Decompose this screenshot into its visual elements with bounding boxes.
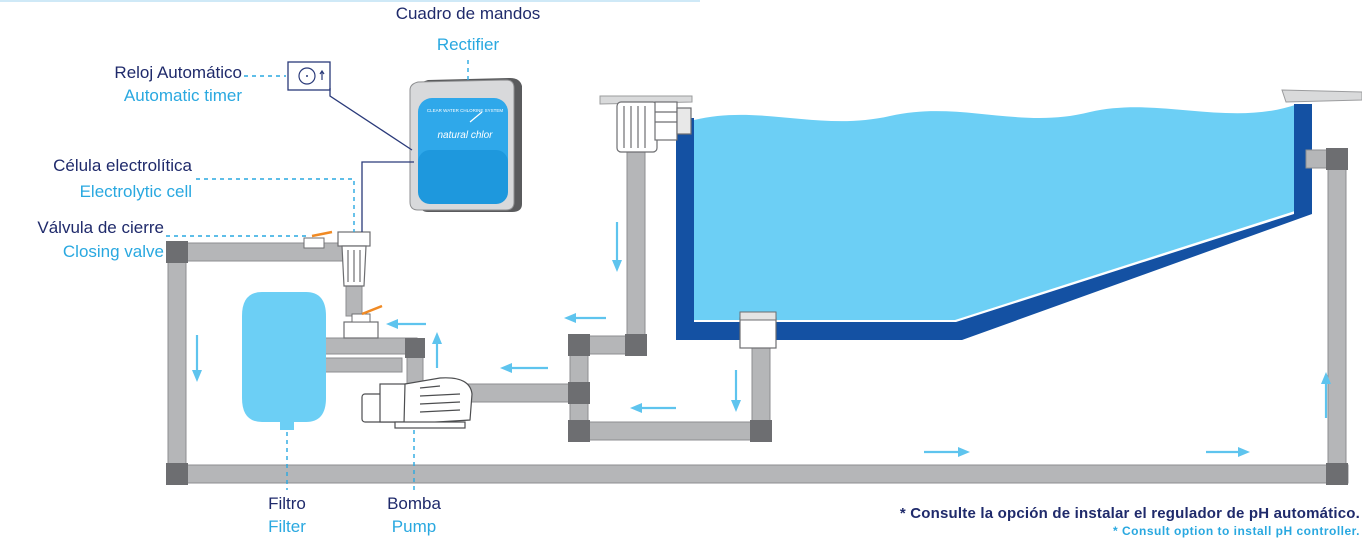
joint <box>405 338 425 358</box>
ph-note-en: * Consult option to install pH controlle… <box>1113 524 1360 538</box>
timer-label-en: Automatic timer <box>123 86 242 105</box>
flow-arrow-icon <box>924 447 970 457</box>
joint <box>568 382 590 404</box>
joint <box>1326 463 1348 485</box>
flow-arrow-icon <box>1321 372 1331 418</box>
filter-tank <box>242 292 326 422</box>
pump-label-es: Bomba <box>387 494 441 513</box>
valve-label-es: Válvula de cierre <box>37 218 164 237</box>
joint <box>568 334 590 356</box>
joint <box>568 420 590 442</box>
skimmer <box>616 101 692 153</box>
cell-cap <box>337 231 371 247</box>
flow-arrow-icon <box>500 363 548 373</box>
main-drain <box>739 311 777 349</box>
flow-arrow-icon <box>612 222 622 272</box>
leader-lines <box>166 60 469 490</box>
filter-valve <box>343 321 379 339</box>
pipe-top-left <box>167 242 359 262</box>
cell-label-es: Célula electrolítica <box>53 156 192 175</box>
filter-base <box>280 422 294 430</box>
rectifier-label-en: Rectifier <box>436 35 500 54</box>
device-to-cell-wire <box>361 161 414 232</box>
filter-label-en: Filter <box>268 517 306 536</box>
pool <box>599 89 1362 340</box>
pipe-joints <box>166 148 1348 485</box>
flow-arrows <box>192 222 1331 457</box>
joint <box>750 420 772 442</box>
pipe-filter-top <box>321 337 418 355</box>
rectifier-device <box>409 78 522 212</box>
filter-valve-handle <box>361 304 383 316</box>
flow-arrow-icon <box>432 332 442 368</box>
electrolytic-cell <box>337 231 371 287</box>
pipe-bottom-return <box>167 464 1349 484</box>
timer-label-es: Reloj Automático <box>114 63 242 82</box>
flow-arrow-icon <box>731 370 741 412</box>
pipe-drain-loop <box>569 421 771 441</box>
skimmer-mouth <box>654 101 678 141</box>
pipe-right-vertical <box>1327 149 1347 484</box>
automatic-timer <box>287 61 331 91</box>
wiring <box>329 88 414 232</box>
pipe-pump-out <box>464 383 581 403</box>
leader-cell <box>196 178 355 232</box>
joint <box>625 334 647 356</box>
flow-arrow-icon <box>386 319 426 329</box>
filter <box>242 292 383 430</box>
device-tagline: CLEAR WATER CHLORINE SYSTEM <box>427 108 504 113</box>
flow-arrow-icon <box>1206 447 1250 457</box>
joint <box>166 241 188 263</box>
skimmer-flap <box>676 107 692 135</box>
joint <box>1326 148 1348 170</box>
closing-valve <box>303 230 333 249</box>
timer-to-device-wire <box>329 88 413 151</box>
pump <box>361 377 473 429</box>
joint <box>166 463 188 485</box>
filter-label-es: Filtro <box>268 494 306 513</box>
device-screen-lower <box>418 150 508 204</box>
valve-label-en: Closing valve <box>62 242 164 261</box>
valve-handle <box>311 230 333 238</box>
pipe-left-vertical <box>167 242 187 484</box>
skimmer-body <box>616 101 658 153</box>
logo-leaf-icon <box>469 111 483 123</box>
pipe-filter-mid <box>321 357 403 373</box>
cell-label-en: Electrolytic cell <box>79 182 192 201</box>
pipe-cell-down <box>345 285 363 317</box>
flow-arrow-icon <box>564 313 606 323</box>
flow-arrow-icon <box>630 403 676 413</box>
device-brand: natural chlor <box>437 130 493 141</box>
flow-arrow-icon <box>192 335 202 382</box>
ph-note-es: * Consulte la opción de instalar el regu… <box>899 505 1360 522</box>
pump-label-en: Pump <box>391 517 437 536</box>
rectifier-label-es: Cuadro de mandos <box>395 4 541 23</box>
pipe-skimmer-down <box>626 149 646 355</box>
pool-water <box>694 104 1298 320</box>
pump-housing <box>403 377 473 425</box>
right-deck <box>1281 89 1362 103</box>
